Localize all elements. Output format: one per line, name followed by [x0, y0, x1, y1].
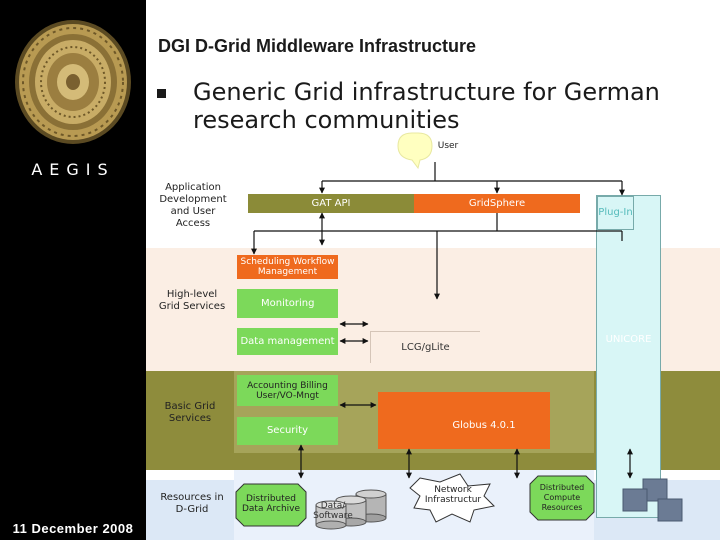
network-infrastructure: Network Infrastructur: [424, 485, 482, 505]
lcg-glite-box: LCG/gLite: [370, 331, 480, 363]
globus-box: Globus 4.0.1: [378, 392, 550, 449]
sidebar: AEGIS 11 December 2008: [0, 0, 146, 540]
accounting-box: Accounting Billing User/VO-Mngt: [237, 375, 338, 406]
gold-shield-emblem: [15, 20, 131, 144]
plugin-box: Plug-In: [597, 196, 634, 230]
slide-date: 11 December 2008: [12, 521, 134, 536]
aegis-label: AEGIS: [31, 160, 115, 179]
distributed-compute-resources: Distributed Compute Resources: [539, 483, 585, 512]
data-software-label: Data/ Software: [313, 501, 353, 521]
bullet-marker: [157, 89, 166, 98]
user-label: User: [437, 141, 459, 151]
distributed-data-archive: Distributed Data Archive: [241, 494, 301, 514]
data-management-box: Data management: [237, 328, 338, 355]
monitoring-box: Monitoring: [237, 289, 338, 318]
scheduling-box: Scheduling Workflow Management: [237, 255, 338, 279]
layer-label-high-level: High-level Grid Services: [158, 289, 226, 312]
security-box: Security: [237, 417, 338, 445]
gat-api-box: GAT API: [248, 194, 414, 213]
layer-label-access: Application Development and User Access: [159, 182, 227, 229]
bullet-text: Generic Grid infrastructure for German r…: [193, 78, 660, 134]
slide-title: DGI D-Grid Middleware Infrastructure: [158, 36, 477, 56]
gridsphere-box: GridSphere: [414, 194, 580, 213]
unicore-label: UNICORE: [605, 334, 652, 345]
layer-label-basic: Basic Grid Services: [164, 401, 216, 424]
layer-label-resources: Resources in D-Grid: [160, 492, 224, 515]
